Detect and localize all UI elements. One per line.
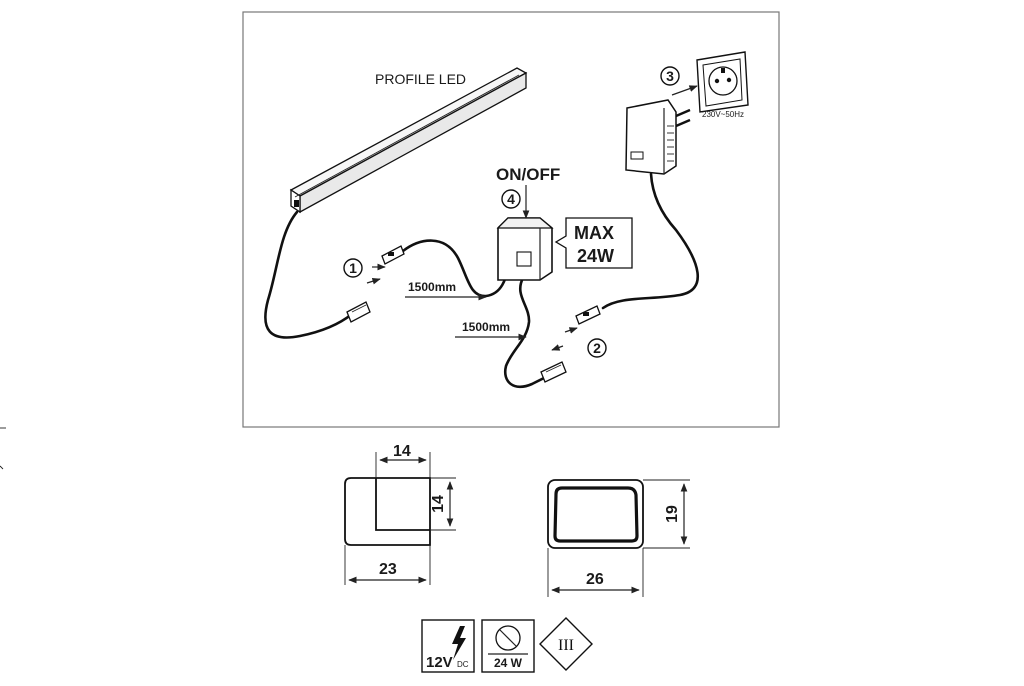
dim-profile-width: 23: [379, 561, 397, 578]
voltage-symbol: [421, 619, 475, 673]
dim-profile-top-width: 14: [393, 443, 411, 460]
end-cap-cross-section: [547, 479, 690, 597]
onoff-label: ON/OFF: [496, 165, 560, 184]
dim-profile-inner-height: 14: [430, 495, 447, 513]
max-label-line2: 24W: [577, 246, 614, 266]
length-label-a: 1500mm: [408, 280, 456, 294]
step-2-marker: 2: [587, 338, 607, 358]
profile-label: PROFILE LED: [375, 71, 466, 87]
step-3-marker: 3: [660, 66, 680, 86]
led-profile: [289, 67, 528, 214]
lightning-icon: [452, 626, 466, 660]
socket-label: 230V~50Hz: [702, 110, 744, 119]
push-arrow: [366, 278, 381, 285]
power-value: 24 W: [494, 656, 523, 670]
dim-cap-width: 26: [586, 571, 604, 588]
plug-arrow: [671, 85, 698, 96]
push-arrow: [564, 327, 578, 334]
driver-output-cable-b: [503, 276, 552, 389]
svg-text:1: 1: [349, 260, 357, 276]
connector-1-female: [381, 245, 405, 265]
voltage-suffix: DC: [457, 660, 469, 669]
margin-mark: [0, 465, 4, 470]
dim-cap-height: 19: [664, 505, 681, 523]
connector-1-male: [346, 301, 371, 323]
class-iii-symbol: [539, 617, 593, 671]
step-1-marker: 1: [343, 258, 363, 278]
adapter-cable: [601, 172, 699, 310]
voltage-value: 12V: [426, 654, 453, 671]
push-arrow: [551, 344, 564, 351]
connector-2-female: [575, 305, 601, 325]
length-label-b: 1500mm: [462, 320, 510, 334]
max-power-tag: [554, 217, 633, 269]
profile-cable: [264, 210, 354, 339]
power-adapter: [625, 99, 691, 175]
svg-text:4: 4: [507, 191, 515, 207]
step-4-marker: 4: [501, 189, 521, 209]
driver-box: [496, 217, 554, 281]
profile-cross-section: [344, 452, 456, 585]
svg-text:2: 2: [593, 340, 601, 356]
connector-2-male: [540, 361, 567, 383]
power-symbol: [481, 619, 535, 673]
svg-text:3: 3: [666, 68, 674, 84]
driver-output-cable-a: [401, 239, 510, 298]
max-label-line1: MAX: [574, 223, 614, 243]
class-value: III: [558, 637, 574, 654]
wall-socket: [696, 51, 749, 113]
